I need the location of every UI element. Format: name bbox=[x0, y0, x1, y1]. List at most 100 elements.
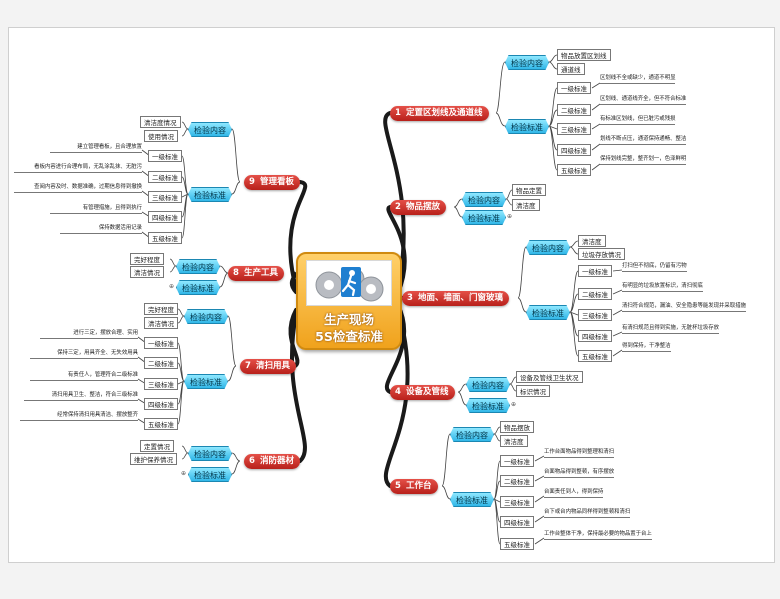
branch-3-level[interactable]: 一级标准 bbox=[578, 265, 612, 277]
branch-9-level[interactable]: 五级标准 bbox=[148, 232, 182, 244]
branch-2-content-item[interactable]: 清洁度 bbox=[512, 199, 540, 211]
branch-9-level-text[interactable]: 建立管理看板，且合理放置 bbox=[50, 142, 142, 153]
branch-3-level[interactable]: 四级标准 bbox=[578, 330, 612, 342]
branch-1-level[interactable]: 五级标准 bbox=[557, 164, 591, 176]
branch-7-standard-node[interactable]: 检验标准 bbox=[184, 374, 228, 389]
branch-8-content-item[interactable]: 清洁情况 bbox=[130, 266, 164, 278]
branch-1-content-item[interactable]: 通道线 bbox=[557, 63, 585, 75]
branch-3-level-text[interactable]: 有清扫规范且得到实施，无脏杯垃圾存放 bbox=[622, 323, 720, 334]
branch-3-level-text[interactable]: 打扫但不彻底，仍留有污物 bbox=[622, 261, 687, 272]
branch-1-level[interactable]: 二级标准 bbox=[557, 104, 591, 116]
branch-5-level-text[interactable]: 台面物品得到整顿，有序摆放 bbox=[544, 467, 615, 478]
branch-4-content-item[interactable]: 标识情况 bbox=[516, 385, 550, 397]
branch-4-standard-node[interactable]: 检验标准 bbox=[466, 398, 510, 413]
branch-7-level-text[interactable]: 有责任人，管理符合二级标准 bbox=[30, 370, 138, 381]
central-topic[interactable]: 生产现场 5S检查标准 bbox=[296, 252, 402, 350]
branch-7-level[interactable]: 四级标准 bbox=[144, 398, 178, 410]
branch-9-level[interactable]: 三级标准 bbox=[148, 191, 182, 203]
branch-1-level[interactable]: 四级标准 bbox=[557, 144, 591, 156]
branch-9-level-text[interactable]: 看板内容进行合理布局，无乱涂乱抹、无脏污 bbox=[14, 162, 142, 173]
branch-1-content-item[interactable]: 物品放置区划线 bbox=[557, 49, 611, 61]
branch-1-level-text[interactable]: 有标准区划线，但已脏污或残损 bbox=[600, 114, 676, 125]
branch-5-content-node[interactable]: 检验内容 bbox=[450, 427, 494, 442]
branch-5-level[interactable]: 四级标准 bbox=[500, 516, 534, 528]
branch-7-level[interactable]: 三级标准 bbox=[144, 378, 178, 390]
branch-3-standard-node[interactable]: 检验标准 bbox=[526, 305, 570, 320]
branch-3-level[interactable]: 三级标准 bbox=[578, 309, 612, 321]
branch-7-level[interactable]: 二级标准 bbox=[144, 357, 178, 369]
branch-5-standard-node[interactable]: 检验标准 bbox=[450, 492, 494, 507]
branch-6-content-item[interactable]: 定置情况 bbox=[140, 440, 174, 452]
branch-9-standard-node[interactable]: 检验标准 bbox=[188, 187, 232, 202]
branch-1-level-text[interactable]: 区划线、通道线齐全，但不符合标准 bbox=[600, 94, 687, 105]
branch-8-content-node[interactable]: 检验内容 bbox=[176, 259, 220, 274]
branch-7-level-text[interactable]: 清扫用具卫生、整洁，符合三级标准 bbox=[24, 390, 138, 401]
branch-5-content-item[interactable]: 物品摆放 bbox=[500, 421, 534, 433]
branch-3-level[interactable]: 五级标准 bbox=[578, 350, 612, 362]
branch-9-level[interactable]: 一级标准 bbox=[148, 150, 182, 162]
branch-5-level-text[interactable]: 工作台整体干净，保持最必要的物品置于台上 bbox=[544, 529, 652, 540]
branch-5-level-text[interactable]: 台下或台内物品同样得到整顿和清扫 bbox=[544, 507, 631, 518]
branch-5-level[interactable]: 五级标准 bbox=[500, 538, 534, 550]
branch-1-level-text[interactable]: 保持划线完整，整齐划一，色泽鲜明 bbox=[600, 154, 687, 165]
branch-9-level-text[interactable]: 保持数据活用记录 bbox=[60, 223, 142, 234]
branch-1-level[interactable]: 一级标准 bbox=[557, 82, 591, 94]
branch-7-level[interactable]: 五级标准 bbox=[144, 418, 178, 430]
branch-7-content-item[interactable]: 清洁情况 bbox=[144, 317, 178, 329]
branch-7-level-text[interactable]: 经常保持清扫用具清洁、摆放整齐 bbox=[20, 410, 138, 421]
branch-9-content-node[interactable]: 检验内容 bbox=[188, 122, 232, 137]
branch-9-level-text[interactable]: 查阅内容及时、数据准确，过期信息得到撤换 bbox=[14, 182, 142, 193]
branch-1-standard-node[interactable]: 检验标准 bbox=[505, 119, 549, 134]
branch-3-level-text[interactable]: 有明显的垃圾放置标识，清扫彻底 bbox=[622, 281, 703, 292]
branch-9-content-item[interactable]: 使用情况 bbox=[144, 130, 178, 142]
branch-7-content-node[interactable]: 检验内容 bbox=[184, 309, 228, 324]
branch-9-level-text[interactable]: 有管理措施，且得到执行 bbox=[50, 203, 142, 214]
branch-6-content-node[interactable]: 检验内容 bbox=[188, 446, 232, 461]
branch-5-level[interactable]: 二级标准 bbox=[500, 475, 534, 487]
branch-1-level-text[interactable]: 区划线不全或缺少，通道不明显 bbox=[600, 73, 676, 84]
branch-5-content-item[interactable]: 清洁度 bbox=[500, 435, 528, 447]
branch-8-content-item[interactable]: 完好程度 bbox=[130, 253, 164, 265]
branch-8-standard-node[interactable]: 检验标准 bbox=[176, 280, 220, 295]
branch-7-level-text[interactable]: 进行三定，摆放合理、实用 bbox=[40, 328, 138, 339]
branch-5-level[interactable]: 一级标准 bbox=[500, 455, 534, 467]
branch-1-level-text[interactable]: 划线不断点压，通道保持通畅、整洁 bbox=[600, 134, 687, 145]
branch-7-level[interactable]: 一级标准 bbox=[144, 337, 178, 349]
branch-3-content-item[interactable]: 垃圾存放情况 bbox=[578, 248, 625, 260]
branch-3-level[interactable]: 二级标准 bbox=[578, 288, 612, 300]
branch-3-level-text[interactable]: 清扫符合规范，漏油、安全隐患等能发现并采取措施 bbox=[622, 301, 746, 312]
collapsed-marker-icon[interactable]: ⊕ bbox=[507, 213, 513, 220]
branch-5-level-text[interactable]: 台面责任到人，得到保持 bbox=[544, 487, 604, 498]
branch-4-content-item[interactable]: 设备及管线卫生状况 bbox=[516, 371, 583, 383]
branch-2-content-node[interactable]: 检验内容 bbox=[462, 192, 506, 207]
branch-1-level[interactable]: 三级标准 bbox=[557, 123, 591, 135]
branch-6-standard-node[interactable]: 检验标准 bbox=[188, 467, 232, 482]
branch-5-level[interactable]: 三级标准 bbox=[500, 496, 534, 508]
branch-7-level-text[interactable]: 保持三定，用具齐全、无失效用具 bbox=[30, 348, 138, 359]
branch-1-content-node[interactable]: 检验内容 bbox=[505, 55, 549, 70]
branch-4-content-node[interactable]: 检验内容 bbox=[466, 377, 510, 392]
branch-9-level[interactable]: 二级标准 bbox=[148, 171, 182, 183]
branch-2-standard-node[interactable]: 检验标准 bbox=[462, 210, 506, 225]
branch-2-content-item[interactable]: 物品定置 bbox=[512, 184, 546, 196]
collapsed-marker-icon[interactable]: ⊕ bbox=[169, 283, 175, 290]
collapsed-marker-icon[interactable]: ⊕ bbox=[511, 401, 517, 408]
branch-3-content-node[interactable]: 检验内容 bbox=[526, 240, 570, 255]
branch-3-level-text[interactable]: 得到保持，干净整洁 bbox=[622, 341, 671, 352]
collapsed-marker-icon[interactable]: ⊕ bbox=[181, 470, 187, 477]
branch-9-level[interactable]: 四级标准 bbox=[148, 211, 182, 223]
branch-6-content-item[interactable]: 维护保养情况 bbox=[130, 453, 177, 465]
branch-3-content-item[interactable]: 清洁度 bbox=[578, 235, 606, 247]
branch-7-content-item[interactable]: 完好程度 bbox=[144, 303, 178, 315]
branch-9-content-item[interactable]: 清洁度情况 bbox=[140, 116, 181, 128]
branch-5-level-text[interactable]: 工作台面物品得到整理和清扫 bbox=[544, 447, 615, 458]
